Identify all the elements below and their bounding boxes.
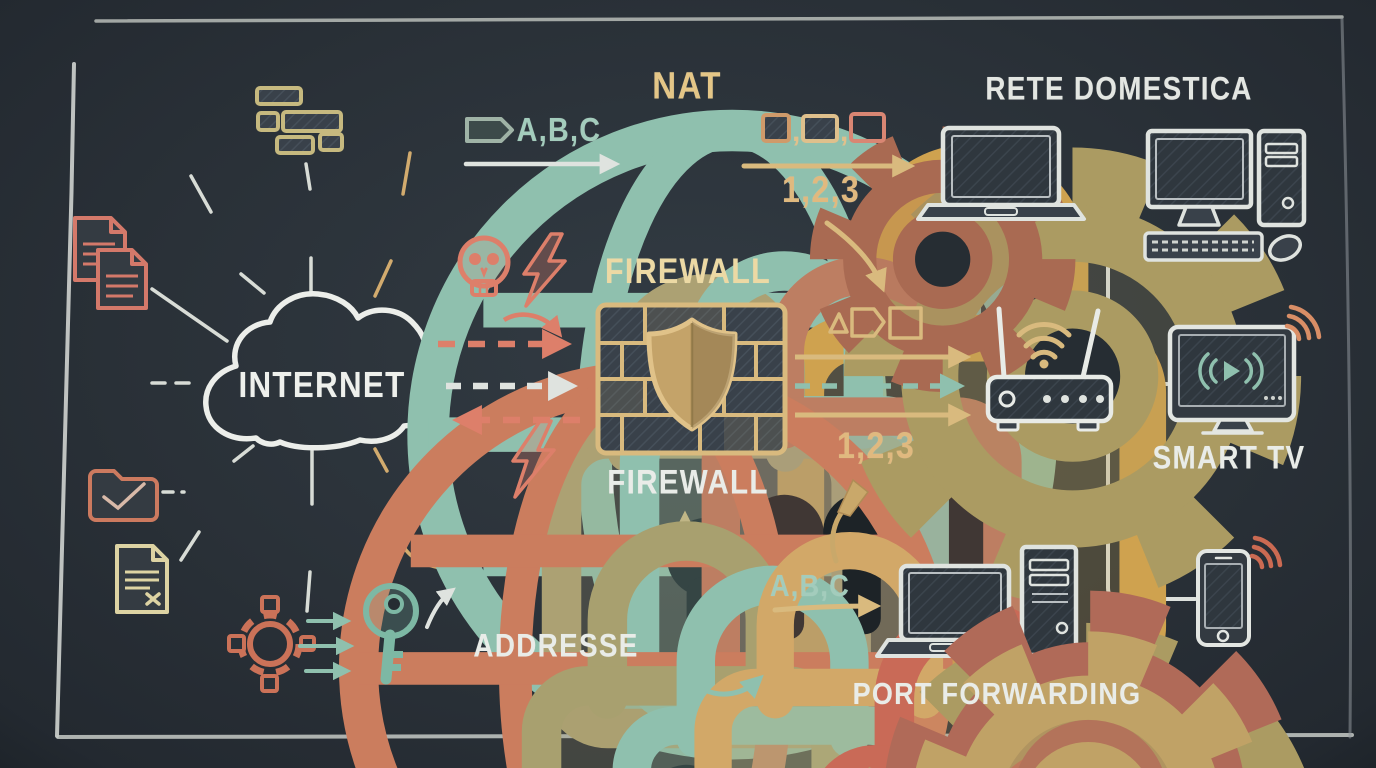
antenna-right	[1080, 308, 1101, 380]
port-up-arrow	[830, 478, 870, 564]
pentagon-shape	[850, 307, 886, 338]
nat-down-curve-arrow	[824, 220, 887, 293]
documents-icon	[73, 216, 148, 310]
cloud-connectors	[150, 162, 314, 613]
key-icon	[363, 583, 419, 685]
shape-row	[828, 306, 923, 340]
port-forwarding-label: PORT FORWARDING	[852, 676, 1142, 711]
lightning-icon-top	[522, 232, 567, 308]
tag-icon	[465, 117, 514, 143]
frame-right	[1340, 17, 1353, 739]
deflect-arrow	[502, 312, 563, 338]
traffic-arrows-left	[438, 312, 580, 435]
pc-tower-bottom-icon	[1019, 544, 1079, 658]
comma-glyph: ,	[792, 115, 800, 148]
nat-label: NAT	[652, 65, 722, 108]
firewall-top-label: FIREWALL	[604, 252, 772, 291]
triangle-shape	[828, 312, 849, 334]
phone-wifi-icon	[1249, 535, 1283, 570]
desktop-computer-icon	[1143, 128, 1302, 262]
smart-tv-icon	[1167, 324, 1297, 435]
pc-tower-top-icon	[1256, 128, 1307, 228]
packet-squares-icon: , ,	[761, 112, 886, 148]
internet-label: INTERNET	[238, 364, 406, 405]
internet-cloud	[203, 291, 448, 451]
router-input-arrows	[795, 345, 972, 427]
mouse-icon	[1268, 234, 1302, 262]
wifi-icon	[1016, 322, 1072, 369]
server-blocks-icon	[255, 86, 344, 155]
frame-left	[55, 62, 76, 738]
abc-top-label: A,B,C	[516, 111, 602, 148]
router-icon	[985, 306, 1114, 432]
tv-wifi-icon	[1284, 304, 1322, 342]
numbers-mid-label: 1,2,3	[836, 425, 916, 466]
square-shape	[888, 306, 923, 340]
rete-domestica-label: RETE DOMESTICA	[985, 70, 1253, 107]
laptop-top-icon	[916, 125, 1086, 221]
firewall-bottom-label: FIREWALL	[607, 463, 769, 502]
frame-top	[94, 15, 1344, 23]
keyboard-icon	[1143, 231, 1264, 262]
smart-tv-label: SMART TV	[1152, 439, 1306, 476]
security-gear-icon	[227, 595, 316, 693]
antenna-left	[996, 306, 1007, 380]
streaming-icon	[1198, 352, 1264, 390]
port-forward-arrow	[772, 594, 882, 618]
lightning-icon-bottom	[511, 419, 556, 499]
key-to-lock-arrow	[425, 587, 456, 629]
comma-glyph: ,	[840, 115, 848, 148]
firewall-wall-icon	[595, 302, 788, 456]
abc-bottom-label: A,B,C	[770, 568, 850, 603]
folder-check-icon	[88, 469, 159, 522]
gear-rotate-arrow	[702, 674, 764, 699]
document-x-icon	[115, 544, 169, 614]
addresse-label: ADDRESSE	[473, 627, 639, 664]
shield-icon	[646, 317, 738, 432]
key-arrows	[298, 611, 355, 681]
skull-icon	[457, 235, 511, 297]
numbers-top-label: 1,2,3	[781, 169, 861, 210]
smartphone-icon	[1196, 549, 1251, 647]
